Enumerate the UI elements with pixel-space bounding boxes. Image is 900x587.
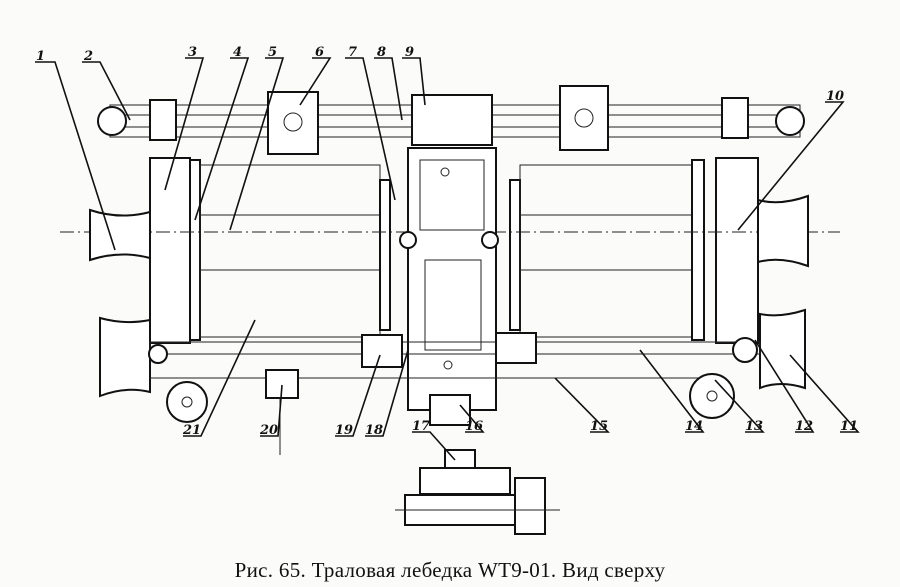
callout-13: 13 <box>745 419 763 434</box>
callout-20: 20 <box>259 423 278 438</box>
callout-17: 17 <box>412 419 430 434</box>
callout-21: 21 <box>182 423 201 438</box>
bottom-shaft <box>148 332 761 455</box>
callout-12: 12 <box>795 419 813 434</box>
callout-8: 8 <box>377 45 386 60</box>
callout-11: 11 <box>840 419 858 434</box>
inset-detail-17 <box>395 449 560 535</box>
bearing-blocks <box>149 85 749 155</box>
leader-lines <box>35 57 860 461</box>
callout-labels: 1 2 3 4 5 6 7 8 9 10 11 12 13 14 15 16 1… <box>36 45 858 438</box>
callout-14: 14 <box>685 419 703 434</box>
callout-1: 1 <box>36 49 45 64</box>
callout-3: 3 <box>188 45 197 60</box>
callout-4: 4 <box>233 45 242 60</box>
callout-2: 2 <box>83 49 93 64</box>
callout-7: 7 <box>348 45 357 60</box>
warping-heads <box>89 194 809 398</box>
figure-caption: Рис. 65. Траловая лебедка WT9-01. Вид св… <box>234 558 666 582</box>
callout-10: 10 <box>826 89 844 104</box>
callout-15: 15 <box>590 419 608 434</box>
callout-5: 5 <box>268 45 277 60</box>
central-gearbox <box>399 147 499 426</box>
callout-19: 19 <box>335 423 353 438</box>
callout-9: 9 <box>405 45 414 60</box>
callout-18: 18 <box>365 423 383 438</box>
callout-16: 16 <box>465 419 483 434</box>
callout-6: 6 <box>315 45 324 60</box>
